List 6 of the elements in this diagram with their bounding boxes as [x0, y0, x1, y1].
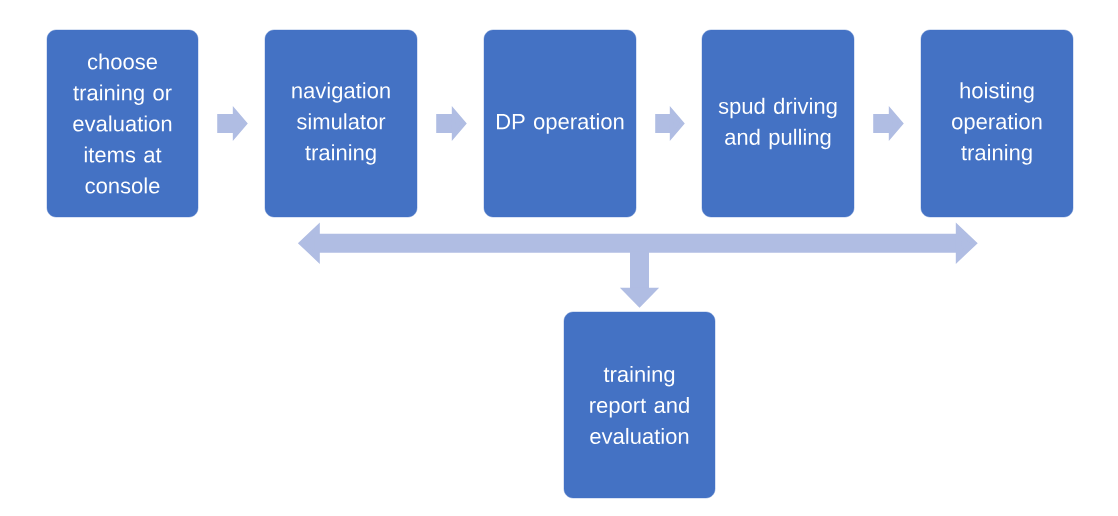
process-box: choose training or evaluation items at console [46, 29, 199, 218]
process-box: DP operation [483, 29, 637, 218]
process-box: navigation simulator training [264, 29, 418, 218]
process-box: hoisting operation training [920, 29, 1074, 218]
process-box: training report and evaluation [563, 311, 716, 499]
process-box: spud driving and pulling [701, 29, 855, 218]
